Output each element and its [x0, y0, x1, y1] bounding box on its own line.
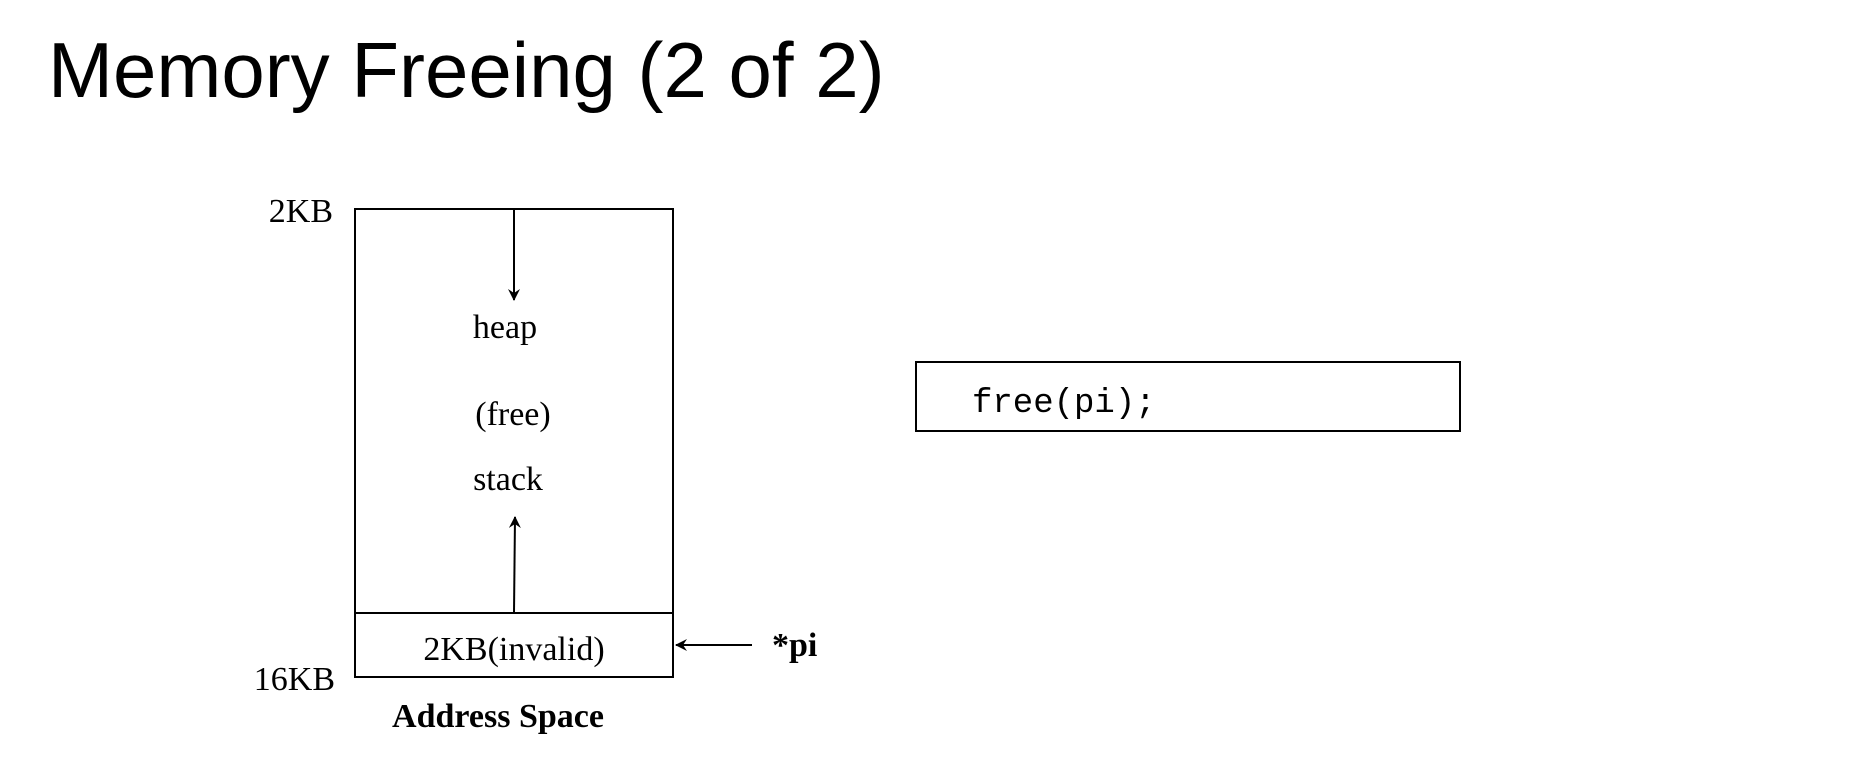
- address-space-box: [354, 208, 674, 678]
- code-text: free(pi);: [972, 385, 1156, 423]
- stack-growth-arrow: [508, 516, 521, 613]
- slide-title: Memory Freeing (2 of 2): [48, 26, 885, 114]
- heap-label: heap: [473, 309, 537, 346]
- code-box: [915, 361, 1461, 432]
- free-label: (free): [475, 396, 550, 433]
- pointer-label: *pi: [772, 627, 817, 664]
- address-space-caption: Address Space: [392, 698, 604, 735]
- stack-label: stack: [473, 461, 543, 498]
- top-address-label: 2KB: [269, 193, 333, 230]
- allocated-block-label: 2KB(invalid): [423, 631, 604, 668]
- bottom-address-label: 16KB: [254, 661, 335, 698]
